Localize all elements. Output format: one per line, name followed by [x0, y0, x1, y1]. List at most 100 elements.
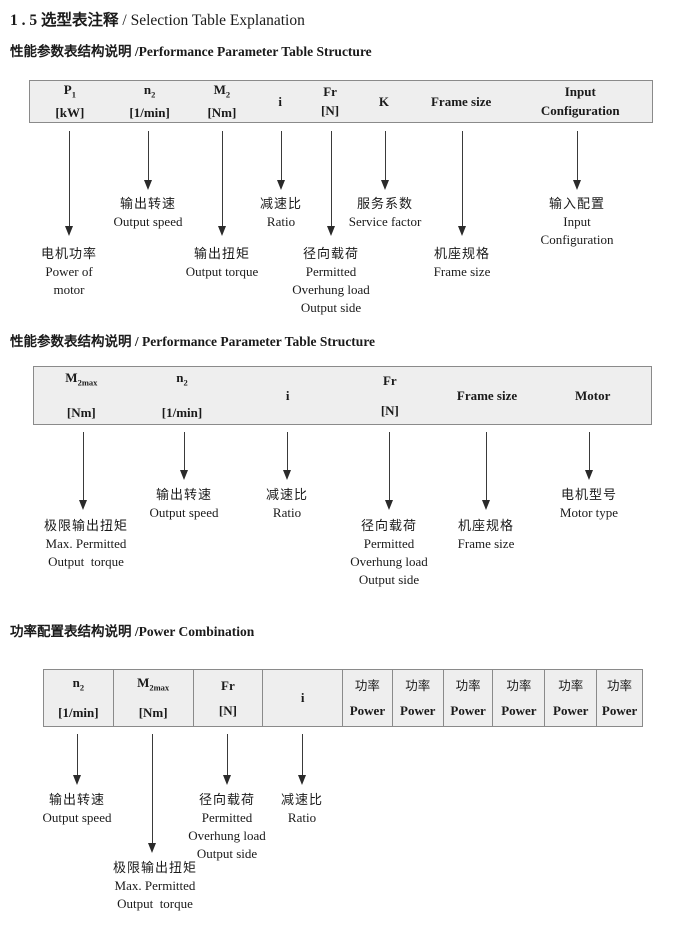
label-ratio: 减速比 Ratio [260, 195, 302, 231]
label-line-zh: 减速比 [259, 196, 303, 211]
symbol-sub: 2max [77, 377, 98, 388]
symbol-text: M [137, 675, 150, 691]
power-label-en: Power [400, 702, 436, 718]
col-unit: [1/min] [58, 704, 99, 720]
symbol-text: n [72, 675, 80, 691]
t1-col-fr: Fr [N] [306, 81, 354, 122]
label-ratio: 减速比 Ratio [266, 486, 308, 522]
symbol-sub: 2 [79, 682, 85, 693]
label-line-en: Permitted [363, 536, 415, 551]
col-unit: [Nm] [138, 704, 168, 720]
label-line-zh: 输出转速 [155, 487, 212, 502]
arrow-down-icon [65, 131, 73, 236]
label-line-zh: 机座规格 [433, 246, 491, 261]
power-label-zh: 功率 [455, 678, 481, 693]
section2-heading-en: / Performance Parameter Table Structure [134, 334, 376, 349]
label-line-en: Ratio [266, 214, 296, 229]
symbol-text: n [176, 370, 184, 386]
label-power-of-motor: 电机功率 Power of motor [41, 245, 97, 299]
arrow-down-icon [385, 432, 393, 510]
col-symbol: M2 [214, 82, 231, 103]
arrow-down-icon [381, 131, 389, 190]
page-title-zh: 选型表注释 [41, 12, 119, 29]
col-symbol: Input [564, 84, 596, 99]
t3-col-power-4: 功率 Power [492, 670, 544, 726]
label-motor-type: 电机型号 Motor type [560, 486, 618, 522]
arrow-down-icon [327, 131, 335, 236]
t3-col-i: i [262, 670, 342, 726]
label-frame-size: 机座规格 Frame size [458, 517, 515, 553]
label-line-en: Frame size [457, 536, 515, 551]
label-line-zh: 极限输出扭矩 [43, 518, 129, 533]
label-line-zh: 径向载荷 [302, 246, 359, 261]
t3-col-fr: Fr [N] [192, 670, 263, 726]
t3-col-m2max: M2max [Nm] [112, 670, 193, 726]
arrow-down-icon [585, 432, 593, 480]
label-output-speed: 输出转速 Output speed [114, 195, 183, 231]
t1-col-p1: P1 [kW] [30, 81, 110, 122]
label-frame-size: 机座规格 Frame size [434, 245, 491, 281]
label-line-en: Output side [358, 572, 420, 587]
power-label-zh: 功率 [558, 678, 584, 693]
t3-col-n2: n2 [1/min] [44, 670, 113, 726]
label-line-en: Output side [300, 300, 362, 315]
label-output-speed: 输出转速 Output speed [150, 486, 219, 522]
col-symbol: i [300, 690, 305, 705]
power-label-zh: 功率 [354, 678, 380, 693]
page-title: 1 . 5 选型表注释 / Selection Table Explanatio… [10, 8, 305, 30]
label-line-en: Permitted [305, 264, 357, 279]
label-line-en: Input [563, 214, 591, 229]
t2-col-n2: n2 [1/min] [129, 367, 236, 424]
label-line-en: Ratio [287, 810, 317, 825]
col-symbol: Fr [221, 677, 235, 693]
col-unit: [1/min] [129, 105, 170, 121]
col-symbol: M2max [65, 370, 97, 391]
section1-heading: 性能参数表结构说明 /Performance Parameter Table S… [10, 40, 372, 60]
symbol-sub: 2 [151, 89, 156, 100]
label-output-speed: 输出转速 Output speed [43, 791, 112, 827]
label-line-zh: 减速比 [280, 792, 324, 807]
label-line-en: Frame size [433, 264, 491, 279]
col-unit: [N] [321, 103, 340, 118]
col-symbol: n2 [144, 82, 155, 103]
symbol-sub: 2max [149, 682, 170, 693]
power-label-zh: 功率 [607, 678, 633, 693]
label-overhung-load: 径向载荷 Permitted Overhung load Output side [292, 245, 370, 317]
performance-table-1: P1 [kW] n2 [1/min] M2 [Nm] i Fr [N] K Fr… [29, 80, 653, 123]
label-line-en: Output side [196, 846, 258, 861]
power-label-zh: 功率 [506, 678, 532, 693]
label-line-zh: 径向载荷 [360, 518, 417, 533]
section3-heading-zh: 功率配置表结构说明 [10, 624, 132, 639]
col-unit: [kW] [55, 105, 85, 121]
label-line-en: Overhung load [292, 282, 370, 297]
symbol-text: M [65, 370, 78, 386]
label-max-permitted-output-torque: 极限输出扭矩 Max. Permitted Output torque [44, 517, 128, 571]
section2-heading-zh: 性能参数表结构说明 [10, 334, 132, 349]
t2-col-motor: Motor [534, 367, 651, 424]
arrow-down-icon [458, 131, 466, 236]
page-title-en: / Selection Table Explanation [122, 12, 305, 29]
power-label-en: Power [450, 702, 486, 718]
label-line-en: Permitted [201, 810, 253, 825]
col-unit: Configuration [540, 103, 620, 118]
label-line-en: Output speed [113, 214, 183, 229]
label-output-torque: 输出扭矩 Output torque [186, 245, 259, 281]
t1-col-input-configuration: Input Configuration [508, 81, 652, 122]
col-symbol: P1 [64, 82, 76, 103]
col-symbol: i [278, 93, 283, 109]
label-line-zh: 服务系数 [356, 196, 414, 211]
label-line-zh: 输出扭矩 [193, 246, 251, 261]
label-overhung-load: 径向载荷 Permitted Overhung load Output side [350, 517, 428, 589]
col-symbol: Motor [574, 387, 611, 403]
col-unit: [N] [380, 402, 399, 418]
col-unit: [N] [218, 702, 237, 718]
col-unit: [Nm] [207, 105, 237, 121]
section3-heading-en: /Power Combination [134, 624, 255, 639]
label-line-zh: 输入配置 [548, 196, 605, 211]
label-line-en: motor [53, 282, 85, 297]
symbol-sub: 2 [183, 377, 188, 388]
t3-col-power-2: 功率 Power [391, 670, 443, 726]
label-line-zh: 电机型号 [560, 487, 618, 502]
arrow-down-icon [79, 432, 87, 510]
arrow-down-icon [180, 432, 188, 480]
